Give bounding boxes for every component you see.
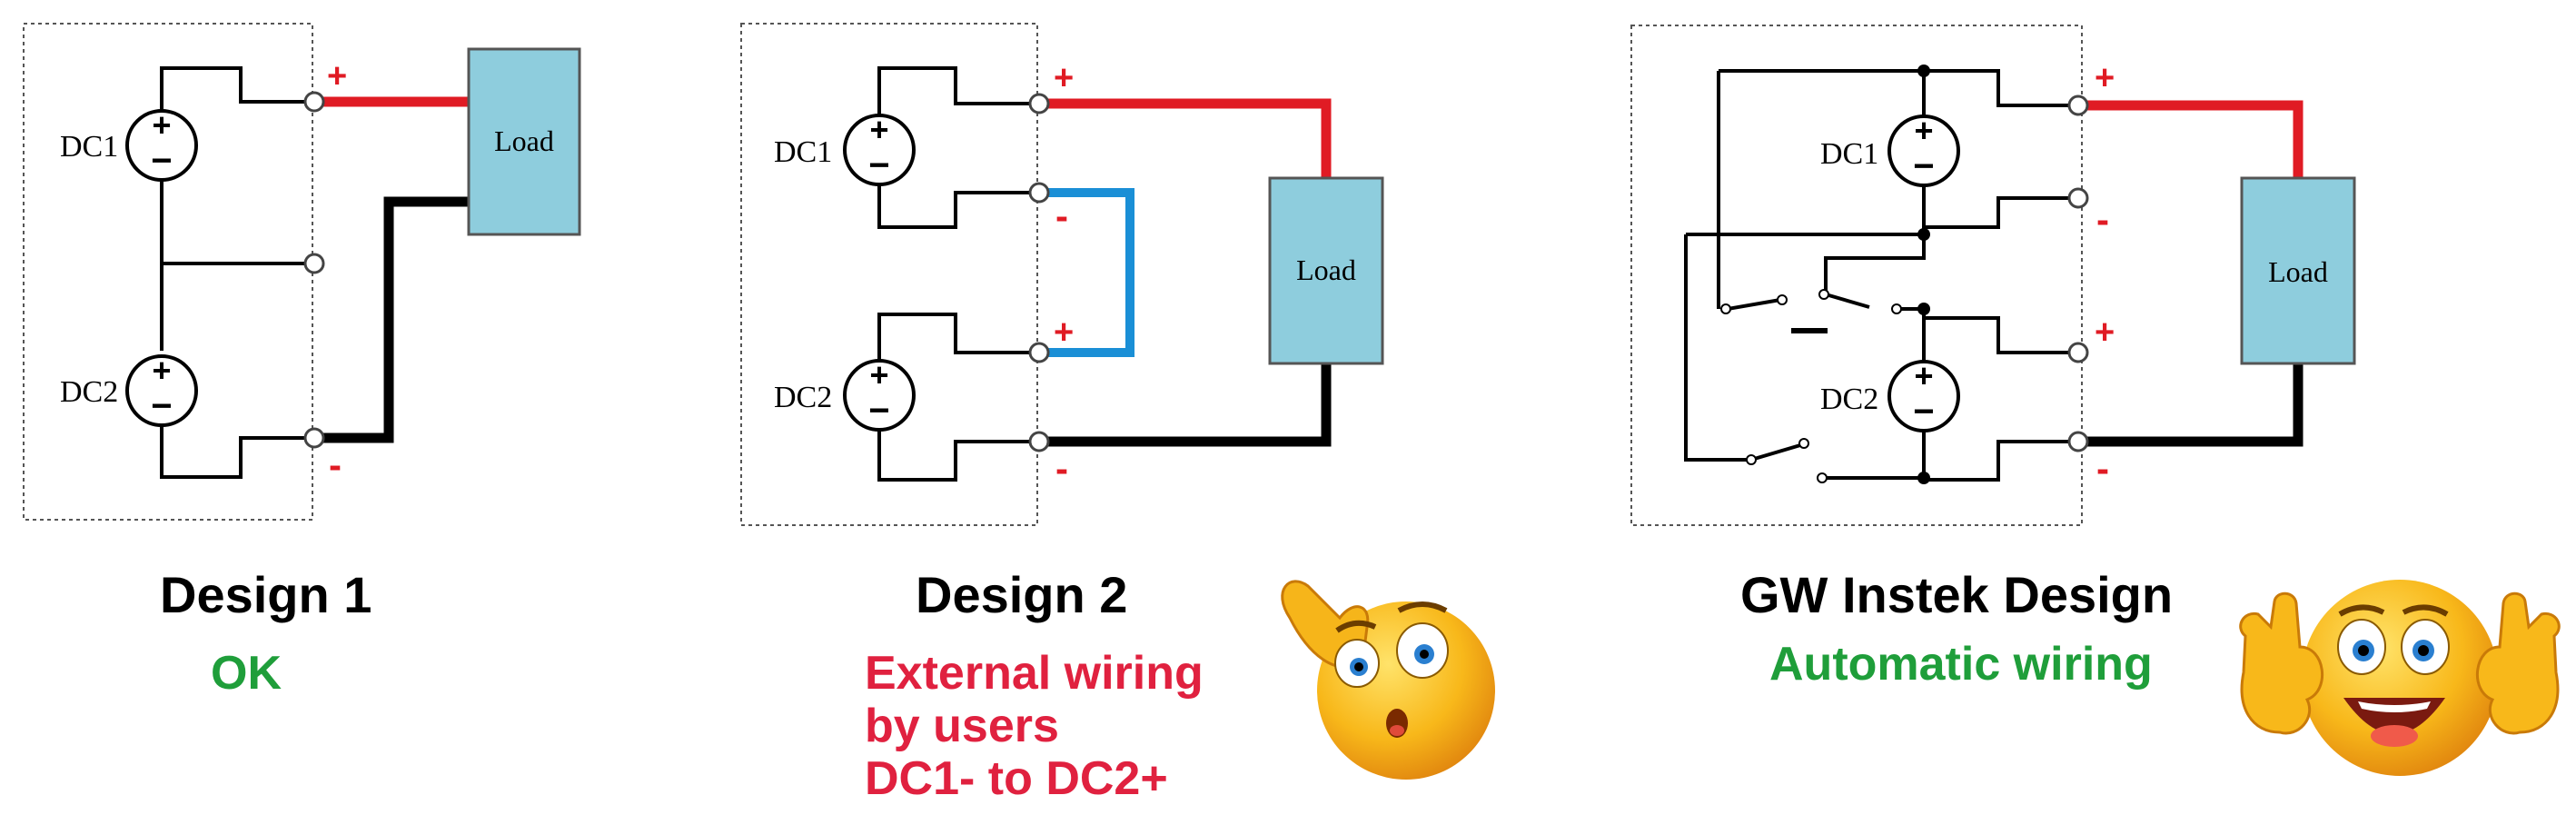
design-1-title: Design 1 <box>160 566 372 623</box>
dc1-source: + − <box>1887 112 1960 187</box>
svg-text:+: + <box>869 111 888 148</box>
internal-wiring <box>160 66 311 479</box>
plus-sign: + <box>327 57 347 95</box>
dc1-label: DC1 <box>60 130 118 164</box>
minus-sign-middle: - <box>1055 194 1068 237</box>
load-box <box>2240 176 2356 365</box>
terminal-dc2-positive <box>1028 342 1050 363</box>
design-2-circuit: + − DC1 + − DC2 + - + - Load <box>740 23 1384 526</box>
svg-text:+: + <box>1914 112 1933 149</box>
minus-sign-bottom: - <box>2096 447 2109 490</box>
design-2-note-line: External wiring <box>865 647 1204 700</box>
dc1-source: + − <box>843 111 916 186</box>
design-1-status: OK <box>211 647 282 700</box>
design-3-note: Automatic wiring <box>1769 638 2153 691</box>
minus-sign-bottom: - <box>1055 447 1068 490</box>
internal-wiring <box>877 66 1035 482</box>
dc2-label: DC2 <box>1820 383 1878 416</box>
internal-wiring <box>1684 69 2075 482</box>
terminal-dc1-positive <box>2067 94 2089 116</box>
load-box <box>467 47 581 236</box>
terminal-dc1-negative <box>1028 182 1050 204</box>
load-label: Load <box>1296 253 1356 286</box>
load-label: Load <box>2268 255 2328 288</box>
svg-text:+: + <box>152 352 171 389</box>
svg-text:−: − <box>1913 392 1934 432</box>
load-label: Load <box>494 124 554 157</box>
dc2-source: + − <box>125 352 198 427</box>
svg-text:+: + <box>152 106 171 144</box>
terminal-dc2-negative <box>1028 431 1050 452</box>
terminal-dc2-positive <box>2067 342 2089 363</box>
design-2-note: External wiring by users DC1- to DC2+ <box>865 647 1204 805</box>
svg-text:+: + <box>1914 357 1933 394</box>
terminal-positive <box>303 91 325 113</box>
dc2-source: + − <box>1887 357 1960 432</box>
plus-sign-top: + <box>2095 59 2115 97</box>
power-supply-enclosure <box>1630 25 2083 526</box>
design-1-circuit: + − DC1 + − DC2 + - Load <box>23 23 581 521</box>
switch-contacts <box>1720 289 1902 483</box>
negative-wire <box>320 196 469 443</box>
minus-sign: - <box>329 443 342 486</box>
power-supply-enclosure <box>740 23 1038 526</box>
plus-sign-bottom: + <box>2095 313 2115 352</box>
dc1-source: + − <box>125 106 198 182</box>
svg-text:−: − <box>1913 146 1934 186</box>
svg-text:−: − <box>868 145 889 185</box>
junction-dots <box>1917 65 1930 484</box>
design-2-title: Design 2 <box>916 566 1128 623</box>
plus-sign-middle: + <box>1054 313 1074 352</box>
external-jumper-wire <box>1045 188 1134 357</box>
svg-text:−: − <box>151 386 172 426</box>
svg-text:+: + <box>869 356 888 393</box>
negative-wire <box>2084 363 2304 447</box>
dc2-source: + − <box>843 356 916 432</box>
thinking-face-icon <box>1281 580 1495 780</box>
design-3-circuit: + − DC1 + − DC2 + - + - Load <box>1630 25 2356 526</box>
dc2-label: DC2 <box>60 375 118 409</box>
thumbs-up-face-icon <box>2239 580 2561 776</box>
design-3-title: GW Instek Design <box>1740 566 2174 623</box>
positive-wire <box>2084 100 2304 178</box>
positive-wire <box>1045 98 1332 178</box>
dc1-label: DC1 <box>774 135 832 169</box>
svg-text:−: − <box>868 391 889 431</box>
negative-wire <box>1045 363 1332 447</box>
terminal-dc1-negative <box>2067 187 2089 209</box>
design-2-note-line: by users <box>865 700 1059 752</box>
dc2-label: DC2 <box>774 381 832 414</box>
design-2-note-line: DC1- to DC2+ <box>865 752 1168 805</box>
terminal-middle <box>303 253 325 274</box>
dc1-label: DC1 <box>1820 137 1878 171</box>
load-box <box>1268 176 1384 365</box>
terminal-dc2-negative <box>2067 431 2089 452</box>
plus-sign-top: + <box>1054 59 1074 97</box>
terminal-negative <box>303 427 325 449</box>
terminal-dc1-positive <box>1028 93 1050 114</box>
svg-text:−: − <box>151 141 172 181</box>
minus-sign-top: - <box>2096 198 2109 241</box>
power-supply-enclosure <box>23 23 313 521</box>
